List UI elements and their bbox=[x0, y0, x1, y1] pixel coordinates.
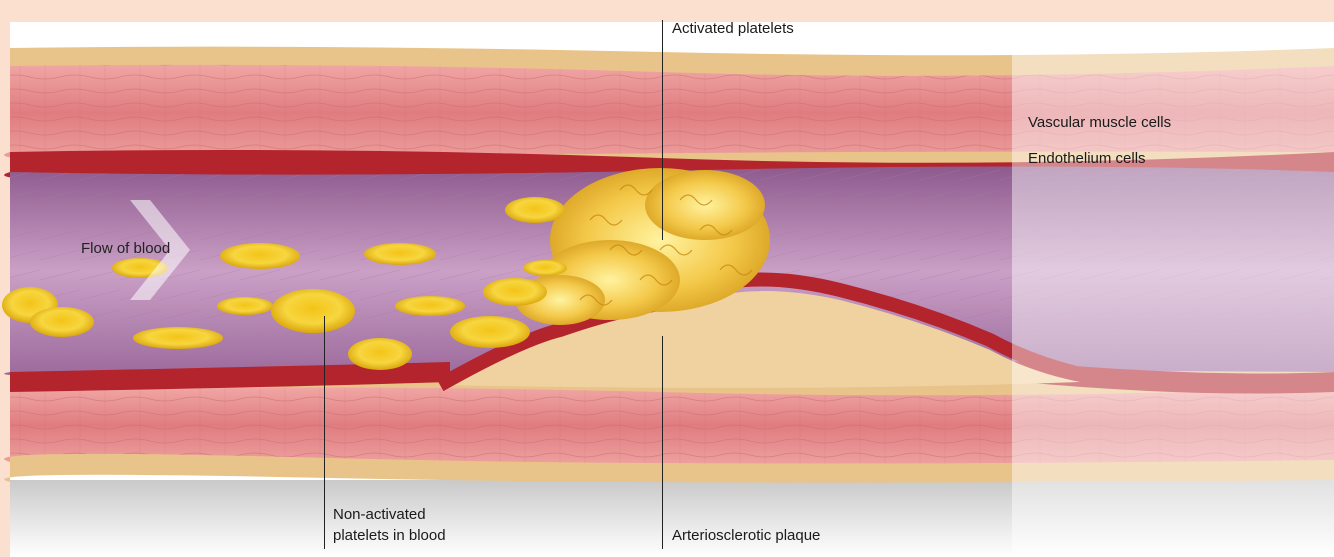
label-flow-of-blood: Flow of blood bbox=[81, 239, 170, 259]
leader-activated-platelets bbox=[662, 20, 663, 240]
label-vascular-muscle-cells: Vascular muscle cells bbox=[1028, 113, 1171, 133]
leader-plaque bbox=[662, 336, 663, 549]
label-non-activated-line2: platelets in blood bbox=[333, 526, 446, 546]
label-non-activated-line1: Non-activated bbox=[333, 505, 426, 525]
label-arteriosclerotic-plaque: Arteriosclerotic plaque bbox=[672, 526, 820, 546]
label-endothelium-cells: Endothelium cells bbox=[1028, 149, 1146, 169]
leader-non-activated bbox=[324, 316, 325, 549]
label-activated-platelets: Activated platelets bbox=[672, 19, 794, 39]
